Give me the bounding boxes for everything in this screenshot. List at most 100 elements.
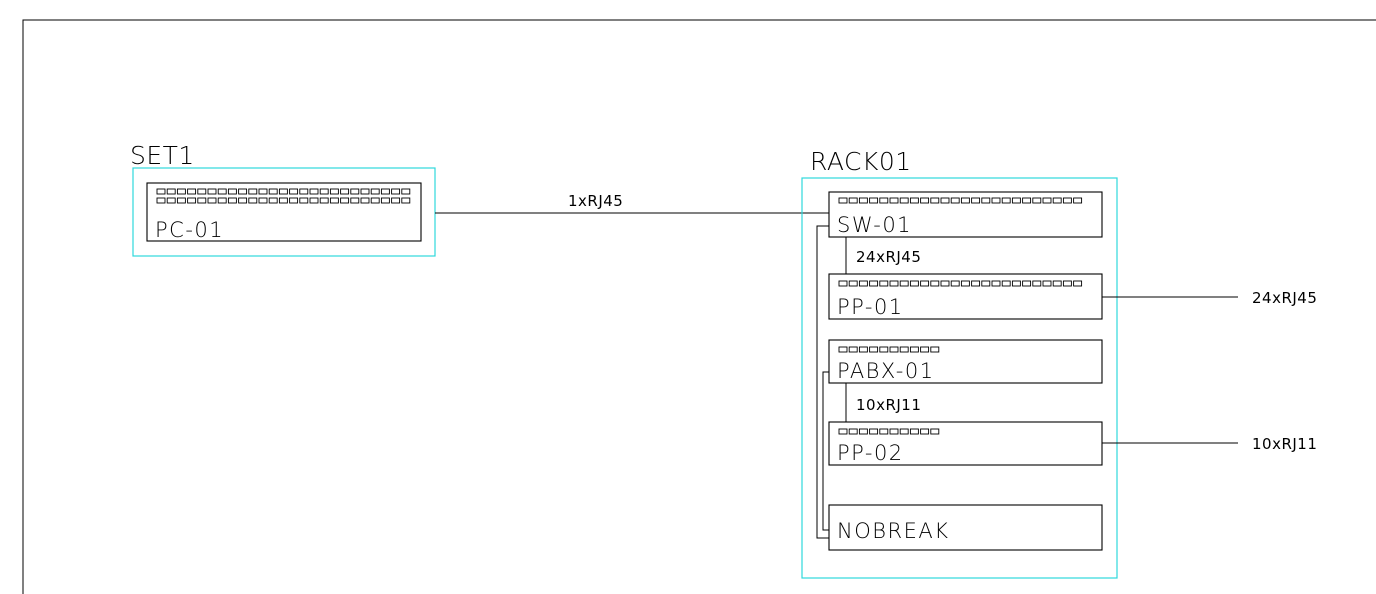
port-array-sw-01 xyxy=(838,197,1083,204)
port xyxy=(838,280,848,287)
port xyxy=(899,280,909,287)
port xyxy=(930,280,940,287)
device-label-sw-01: SW-01 xyxy=(837,213,912,237)
device-sw-01[interactable]: SW-01 xyxy=(828,191,1103,238)
port xyxy=(858,280,868,287)
device-label-pp-01: PP-01 xyxy=(837,295,904,319)
group-border-rack01 xyxy=(801,177,1118,579)
port xyxy=(950,197,960,204)
link-label-pc01-sw01: 1xRJ45 xyxy=(568,192,623,210)
port xyxy=(991,280,1001,287)
port xyxy=(227,188,237,195)
port xyxy=(858,197,868,204)
port xyxy=(889,428,899,435)
port xyxy=(360,188,370,195)
power-bus-inner xyxy=(822,371,829,531)
port xyxy=(981,280,991,287)
port xyxy=(1032,197,1042,204)
device-pp-01[interactable]: PP-01 xyxy=(828,273,1103,320)
port xyxy=(380,197,390,204)
port xyxy=(207,188,217,195)
device-nobreak[interactable]: NOBREAK xyxy=(828,504,1103,551)
port xyxy=(319,197,329,204)
port xyxy=(1042,280,1052,287)
port xyxy=(227,197,237,204)
port xyxy=(1032,280,1042,287)
port xyxy=(258,188,268,195)
port xyxy=(909,197,919,204)
link-label-pabx01-pp02: 10xRJ11 xyxy=(856,396,921,414)
port xyxy=(869,280,879,287)
port xyxy=(1062,197,1072,204)
port xyxy=(991,197,1001,204)
port xyxy=(879,197,889,204)
port xyxy=(920,197,930,204)
port xyxy=(879,280,889,287)
port-array-pp-02 xyxy=(838,428,940,435)
device-box-nobreak xyxy=(828,504,1103,551)
port xyxy=(909,280,919,287)
port xyxy=(920,346,930,353)
port xyxy=(1042,197,1052,204)
port xyxy=(268,197,278,204)
group-title-set1: SET1 xyxy=(130,141,195,170)
port xyxy=(197,197,207,204)
port xyxy=(858,346,868,353)
port xyxy=(350,188,360,195)
device-pc-01[interactable]: PC-01 xyxy=(146,182,422,242)
link-label-pp01-out: 24xRJ45 xyxy=(1252,289,1317,307)
group-title-rack01: RACK01 xyxy=(810,147,912,176)
port xyxy=(187,188,197,195)
port xyxy=(1022,280,1032,287)
port xyxy=(299,188,309,195)
port xyxy=(869,197,879,204)
port xyxy=(1073,280,1083,287)
port xyxy=(899,428,909,435)
port xyxy=(217,188,227,195)
port xyxy=(176,188,186,195)
port xyxy=(848,280,858,287)
port xyxy=(960,197,970,204)
port xyxy=(879,346,889,353)
port xyxy=(289,197,299,204)
port xyxy=(289,188,299,195)
port xyxy=(1052,280,1062,287)
port xyxy=(156,188,166,195)
port xyxy=(848,428,858,435)
port xyxy=(248,197,258,204)
device-label-pc-01: PC-01 xyxy=(155,218,224,242)
port xyxy=(197,188,207,195)
device-pp-02[interactable]: PP-02 xyxy=(828,421,1103,466)
port xyxy=(1011,280,1021,287)
port xyxy=(909,346,919,353)
port xyxy=(1011,197,1021,204)
port xyxy=(166,188,176,195)
port xyxy=(899,346,909,353)
port xyxy=(238,197,248,204)
port xyxy=(350,197,360,204)
port xyxy=(380,188,390,195)
port xyxy=(909,428,919,435)
port xyxy=(838,197,848,204)
port xyxy=(370,197,380,204)
port xyxy=(950,280,960,287)
port xyxy=(889,197,899,204)
port xyxy=(960,280,970,287)
port xyxy=(329,197,339,204)
port xyxy=(207,197,217,204)
port xyxy=(156,197,166,204)
port xyxy=(309,188,319,195)
port xyxy=(1052,197,1062,204)
port xyxy=(920,280,930,287)
device-pabx-01[interactable]: PABX-01 xyxy=(828,339,1103,384)
port xyxy=(838,428,848,435)
port xyxy=(238,188,248,195)
port xyxy=(920,428,930,435)
port xyxy=(899,197,909,204)
port xyxy=(1022,197,1032,204)
device-label-pp-02: PP-02 xyxy=(837,441,904,465)
port xyxy=(930,197,940,204)
port xyxy=(1062,280,1072,287)
port xyxy=(981,197,991,204)
